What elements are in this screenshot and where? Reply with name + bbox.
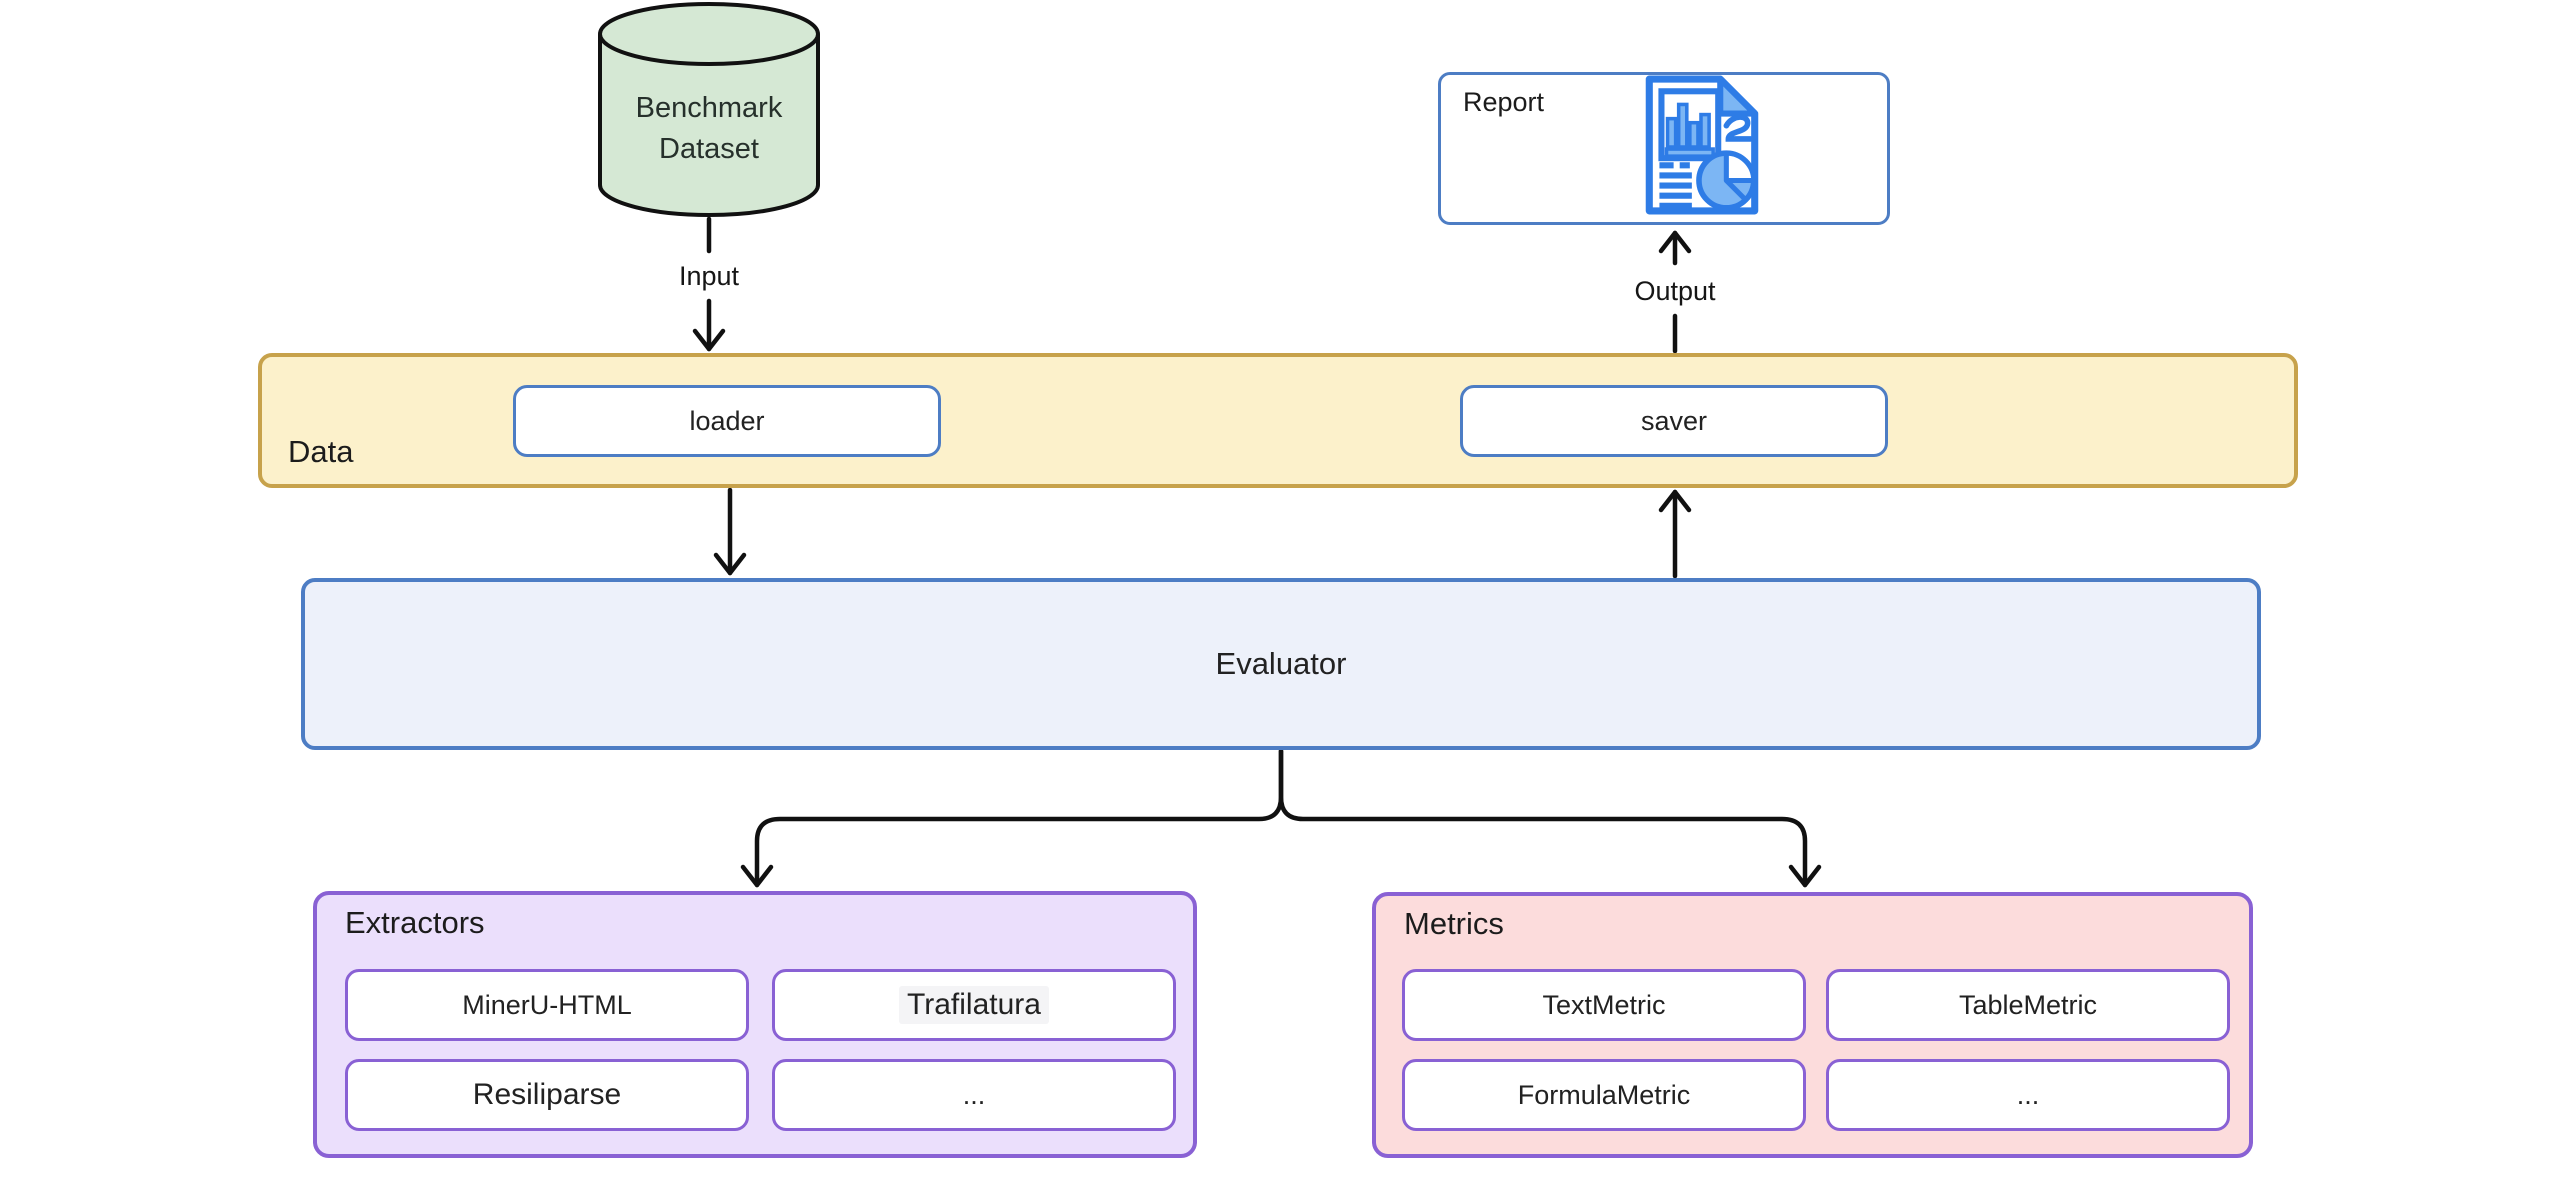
metric-node-textmetric: TextMetric [1402, 969, 1806, 1041]
output-edge-label: Output [1634, 276, 1716, 306]
extractors-group-title: Extractors [345, 905, 485, 940]
benchmark-dataset-label: Benchmark Dataset [635, 92, 783, 165]
data-group-label: Data [288, 434, 354, 469]
saver-arrowhead-icon [1658, 489, 1692, 513]
metrics-group: Metrics TextMetric TableMetric FormulaMe… [1372, 892, 2253, 1158]
loader-label: loader [689, 405, 765, 436]
metrics-group-title: Metrics [1404, 906, 1504, 941]
edge-evaluator-to-metrics [1278, 748, 1808, 888]
loader-arrowhead-icon [713, 552, 747, 576]
metric-label: ... [2016, 1079, 2040, 1110]
loader-node: loader [513, 385, 941, 457]
metric-label: TableMetric [1958, 989, 2098, 1020]
extractor-node-more: ... [772, 1059, 1176, 1131]
extractors-arrowhead-icon [740, 864, 774, 888]
extractor-node-mineru-html: MinerU-HTML [345, 969, 749, 1041]
extractor-label: Resiliparse [472, 1078, 622, 1111]
metric-node-tablemetric: TableMetric [1826, 969, 2230, 1041]
saver-label: saver [1640, 405, 1708, 436]
saver-node: saver [1460, 385, 1888, 457]
input-edge-label: Input [678, 261, 740, 291]
output-arrowhead-icon [1658, 230, 1692, 254]
metric-label: FormulaMetric [1517, 1079, 1691, 1110]
evaluator-label: Evaluator [1215, 646, 1347, 681]
extractor-label: ... [962, 1079, 986, 1110]
edge-evaluator-to-extractors [754, 748, 1284, 888]
metric-node-formulametric: FormulaMetric [1402, 1059, 1806, 1131]
metrics-arrowhead-icon [1788, 864, 1822, 888]
extractor-node-resiliparse: Resiliparse [345, 1059, 749, 1131]
report-node: Report [1438, 72, 1890, 225]
benchmark-dataset-cylinder [598, 2, 820, 217]
report-document-chart-icon [1645, 75, 1759, 215]
report-label: Report [1463, 87, 1545, 117]
metric-node-more: ... [1826, 1059, 2230, 1131]
input-arrowhead-icon [692, 328, 726, 352]
evaluator-node: Evaluator [301, 578, 2261, 750]
extractor-node-trafilatura: Trafilatura [772, 969, 1176, 1041]
extractors-group: Extractors MinerU-HTML Trafilatura Resil… [313, 891, 1197, 1158]
extractor-label: MinerU-HTML [462, 989, 632, 1020]
data-group: Data loader saver [258, 353, 2298, 488]
extractor-label: Trafilatura [899, 986, 1049, 1024]
metric-label: TextMetric [1542, 989, 1666, 1020]
